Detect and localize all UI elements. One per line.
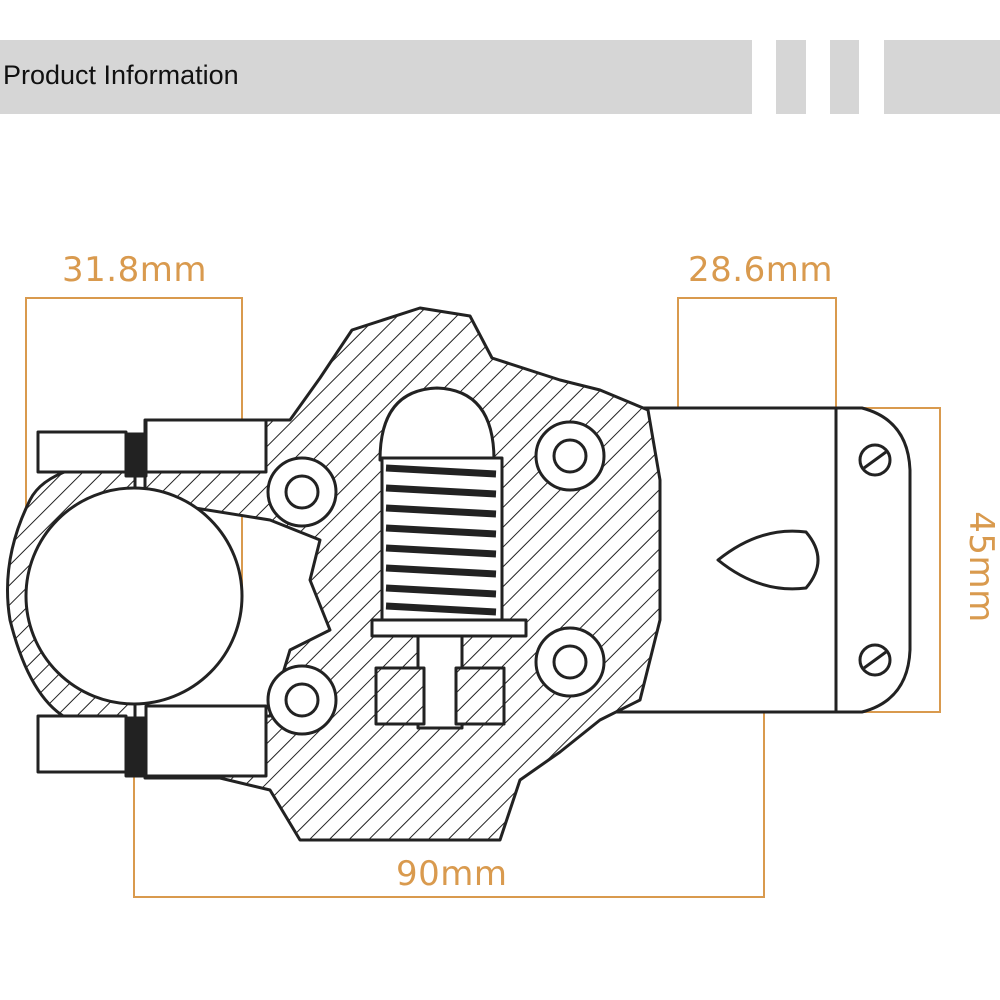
clamp-gap-bottom [124, 716, 148, 778]
clamp-ear-top-right [144, 418, 268, 474]
handlebar-clamp-dimension: 31.8mm [62, 250, 207, 290]
clamp-ear-bottom-right [144, 704, 268, 778]
dim-height-line [836, 407, 941, 713]
bottom-strip [0, 990, 1000, 1000]
spring-base [370, 618, 528, 638]
bar-clamp-hole [24, 486, 244, 706]
header-stripe [776, 40, 806, 114]
spring-plunger [378, 386, 496, 462]
header-stripe [884, 40, 1000, 114]
clamp-ear-bottom-left [36, 714, 128, 774]
steerer-cap [834, 406, 912, 714]
page-title: Product Information [3, 60, 239, 90]
spring-coils [385, 464, 497, 616]
dim-length-line [133, 692, 765, 898]
clamp-ear-top-left [36, 430, 128, 474]
header-bar [0, 40, 752, 114]
stem-height-dimension: 45mm [960, 511, 1000, 623]
steerer-clamp-dimension: 28.6mm [688, 250, 833, 290]
stem-length-dimension: 90mm [396, 854, 508, 894]
clamp-gap-top [124, 432, 148, 478]
stem-body [6, 306, 912, 842]
steerer-slot [716, 529, 820, 591]
adjuster-block-left [374, 666, 426, 726]
spring-housing [380, 456, 504, 624]
adjuster-block-right [454, 666, 506, 726]
header-stripe [830, 40, 859, 114]
